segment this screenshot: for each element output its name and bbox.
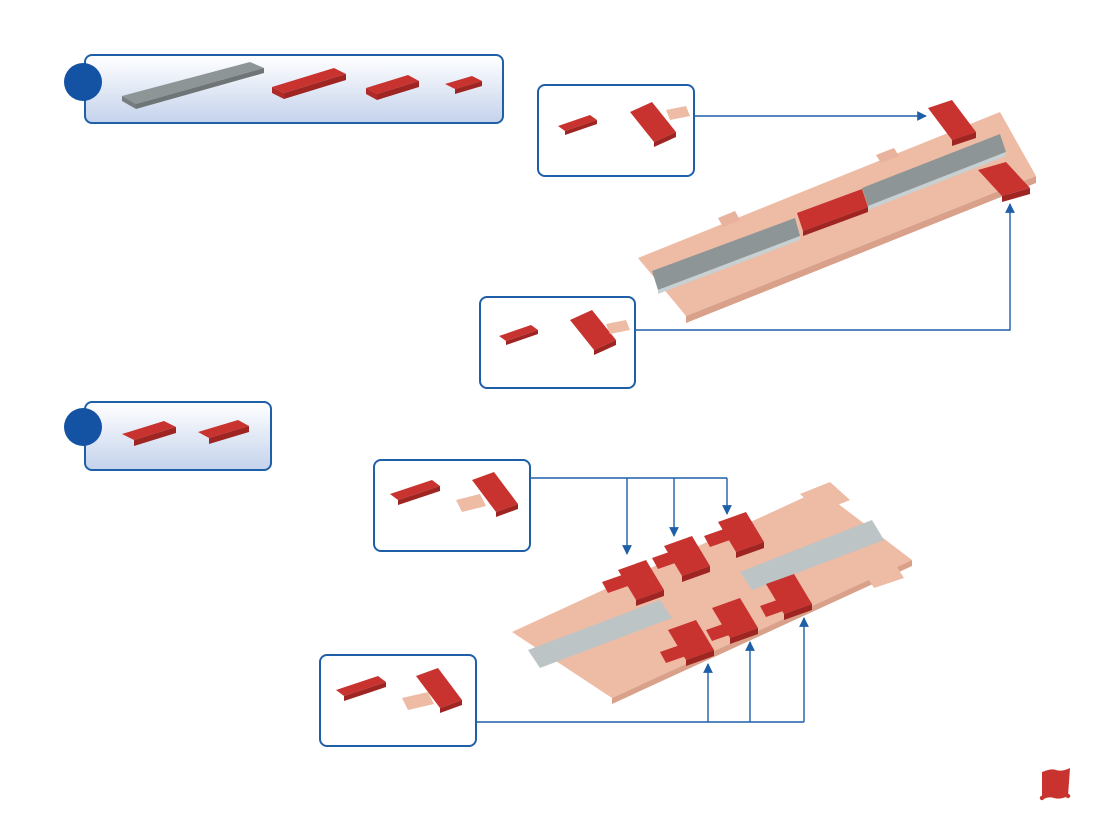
callout-step1-top-parts	[558, 102, 690, 147]
callout-step1-bottom-parts	[499, 310, 630, 355]
red-flag-icon	[1040, 768, 1070, 800]
callout-step2-bottom-parts	[336, 668, 462, 713]
part-grey-long-plate	[122, 62, 264, 109]
part-red-plate-1x2	[445, 76, 482, 94]
part-red-plate-1x6	[272, 68, 346, 99]
part-red-plate-1x4-b	[198, 420, 249, 444]
part-red-plate-1x4-a	[122, 421, 176, 446]
part-red-plate-1x4	[366, 75, 419, 100]
step-1-assembly	[638, 100, 1036, 323]
step-2-assembly	[512, 482, 912, 704]
callout-step2-top-parts	[390, 472, 518, 517]
